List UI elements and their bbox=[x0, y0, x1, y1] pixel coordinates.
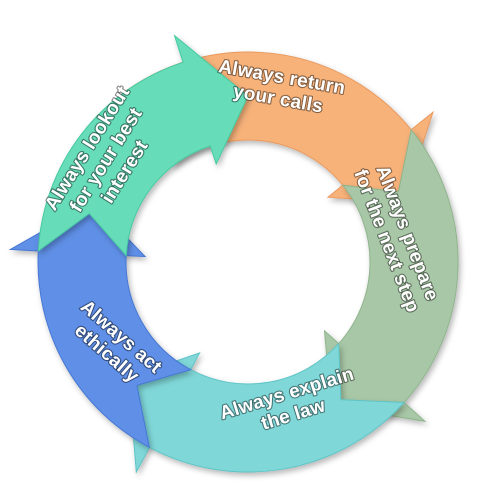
cycle-arrow-lookout-best-interest bbox=[37, 34, 249, 257]
cycle-arrow-act-ethically bbox=[8, 201, 193, 449]
arrows-layer bbox=[8, 34, 459, 474]
